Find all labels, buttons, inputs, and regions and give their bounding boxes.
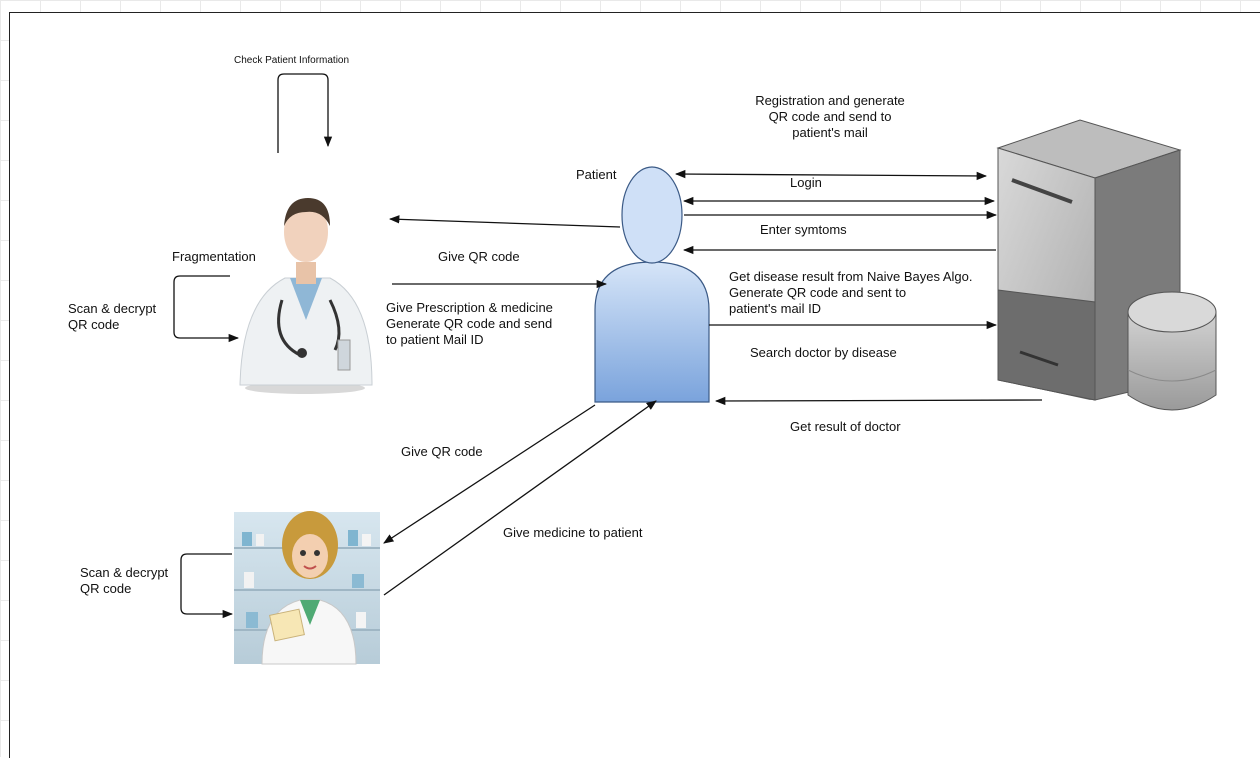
give-qr-pharmacist-arrow — [383, 404, 596, 544]
user-icon — [594, 166, 710, 403]
doctor-scan-loop-arrow — [173, 275, 240, 343]
disease-result-label: Get disease result from Naive Bayes Algo… — [729, 269, 973, 316]
give-qr-doctor-label: Give QR code — [438, 249, 520, 264]
give-medicine-arrow — [383, 400, 657, 596]
database-icon — [1127, 291, 1217, 411]
give-prescription-label: Give Prescription & medicine Generate QR… — [386, 300, 553, 347]
registration-arrow — [674, 169, 988, 181]
give-qr-pharmacist-label: Give QR code — [401, 444, 483, 459]
result-of-doctor-arrow — [714, 396, 1043, 406]
fragmentation-label: Fragmentation — [172, 249, 256, 264]
registration-label: Registration and generate QR code and se… — [755, 93, 905, 140]
enter-symptoms-label: Enter symtoms — [760, 222, 847, 237]
pharmacist-scan-loop-arrow — [180, 553, 234, 619]
give-medicine-label: Give medicine to patient — [503, 525, 643, 540]
patient-label: Patient — [576, 167, 617, 182]
pharmacist-scan-decrypt-label: Scan & decrypt QR code — [80, 565, 169, 596]
pharmacist-icon — [234, 511, 380, 665]
check-patient-info-label: Check Patient Information — [234, 55, 350, 66]
search-doctor-label: Search doctor by disease — [750, 345, 897, 360]
give-qr-doctor-arrow — [388, 215, 621, 228]
check-info-loop-arrow — [277, 73, 333, 153]
login-label: Login — [790, 175, 822, 190]
doctor-scan-decrypt-label: Scan & decrypt QR code — [68, 301, 157, 332]
server-icon — [996, 119, 1182, 401]
result-of-doctor-label: Get result of doctor — [790, 419, 901, 434]
doctor-icon — [239, 198, 373, 394]
